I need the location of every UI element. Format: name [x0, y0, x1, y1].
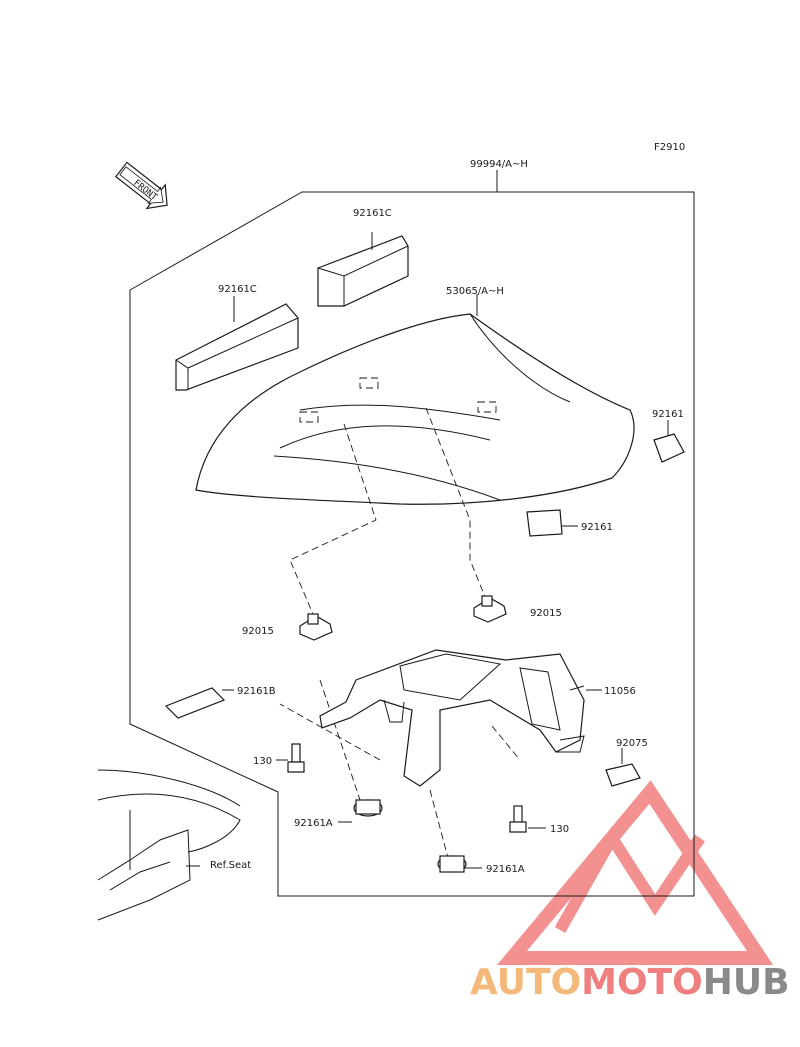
label-ref-seat: Ref.Seat — [210, 860, 251, 871]
seat-cover — [195, 294, 635, 505]
kit-frame — [129, 170, 695, 897]
bolt-right — [509, 805, 546, 833]
bolt-left — [276, 743, 305, 773]
pad-left — [175, 296, 299, 391]
watermark-logo — [497, 780, 774, 965]
label-pad-left: 92161C — [218, 284, 257, 295]
nut-right — [473, 595, 507, 623]
watermark-auto: AUTO — [470, 962, 582, 1003]
label-pad-right-small: 92161 — [652, 409, 684, 420]
front-arrow-icon: FRONT — [114, 161, 168, 210]
clip — [605, 748, 641, 787]
pad-right-small — [653, 420, 685, 463]
watermark-moto: MOTO — [581, 962, 703, 1003]
label-bolt-left: 130 — [253, 756, 272, 767]
label-nut-right: 92015 — [530, 608, 562, 619]
label-damper-right: 92161A — [486, 864, 525, 875]
damper-left — [338, 799, 383, 823]
bracket — [319, 649, 602, 787]
watermark-text: AUTOMOTOHUB — [470, 962, 790, 1003]
label-kit: 99994/A~H — [470, 159, 528, 170]
pad-flat — [164, 687, 234, 719]
nut-left — [299, 613, 333, 641]
label-pad-flat: 92161B — [237, 686, 276, 697]
pad-mid-small — [526, 509, 578, 537]
pad-top — [317, 232, 409, 307]
label-seat-cover: 53065/A~H — [446, 286, 504, 297]
figure-code: F2910 — [654, 142, 685, 153]
label-nut-left: 92015 — [242, 626, 274, 637]
damper-right — [437, 855, 482, 873]
label-bracket: 11056 — [604, 686, 636, 697]
label-bolt-right: 130 — [550, 824, 569, 835]
ref-seat — [97, 769, 241, 921]
watermark-hub: HUB — [702, 962, 790, 1003]
label-clip: 92075 — [616, 738, 648, 749]
label-pad-mid-small: 92161 — [581, 522, 613, 533]
label-damper-left: 92161A — [294, 818, 333, 829]
label-pad-top: 92161C — [353, 208, 392, 219]
assembly-lines — [279, 407, 521, 859]
